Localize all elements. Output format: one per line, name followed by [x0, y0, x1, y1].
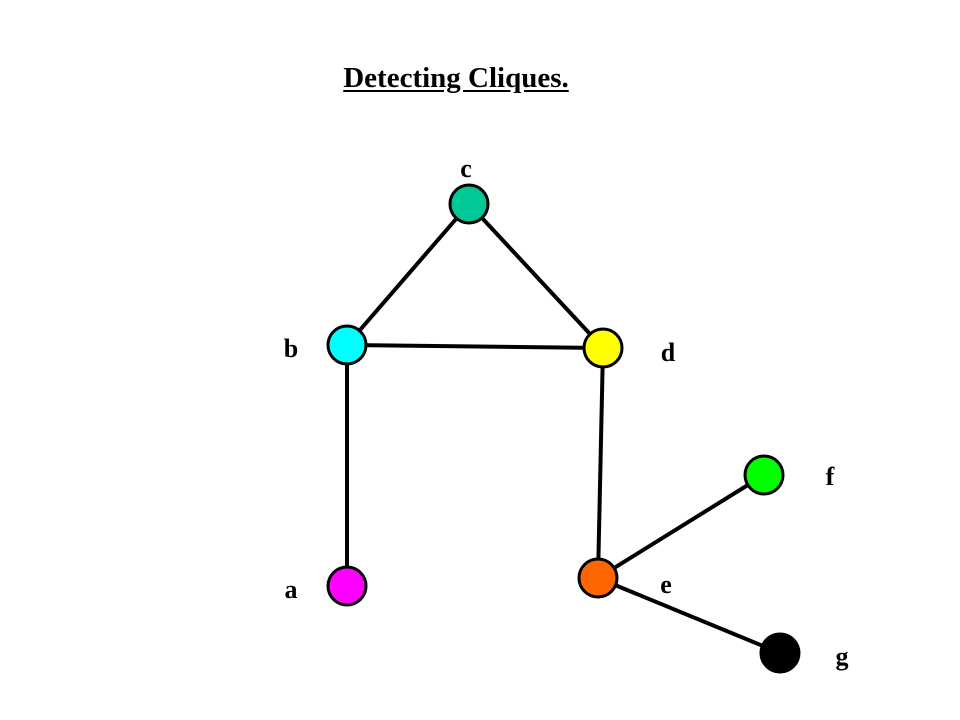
edge-c-b	[345, 202, 471, 347]
node-label-g: g	[836, 642, 849, 671]
edge-c-d	[467, 202, 605, 350]
edge-d-e	[596, 347, 605, 579]
edge-b-d	[346, 343, 604, 350]
nodes-layer	[326, 183, 801, 674]
node-label-e: e	[660, 570, 672, 599]
edges-layer	[345, 202, 781, 655]
labels-layer: c b d a e f g	[284, 154, 849, 671]
node-label-a: a	[285, 575, 298, 604]
node-g	[759, 632, 801, 674]
node-b	[326, 324, 368, 366]
node-d	[582, 327, 624, 369]
node-label-f: f	[826, 462, 835, 491]
node-e	[577, 557, 619, 599]
slide-title: Detecting Cliques.	[343, 62, 569, 94]
edge-e-f	[596, 473, 766, 580]
node-f	[743, 454, 785, 496]
node-label-d: d	[661, 338, 676, 367]
edge-e-g	[597, 576, 781, 655]
node-c	[448, 183, 490, 225]
node-label-b: b	[284, 334, 298, 363]
node-label-c: c	[460, 154, 472, 183]
node-a	[326, 565, 368, 607]
